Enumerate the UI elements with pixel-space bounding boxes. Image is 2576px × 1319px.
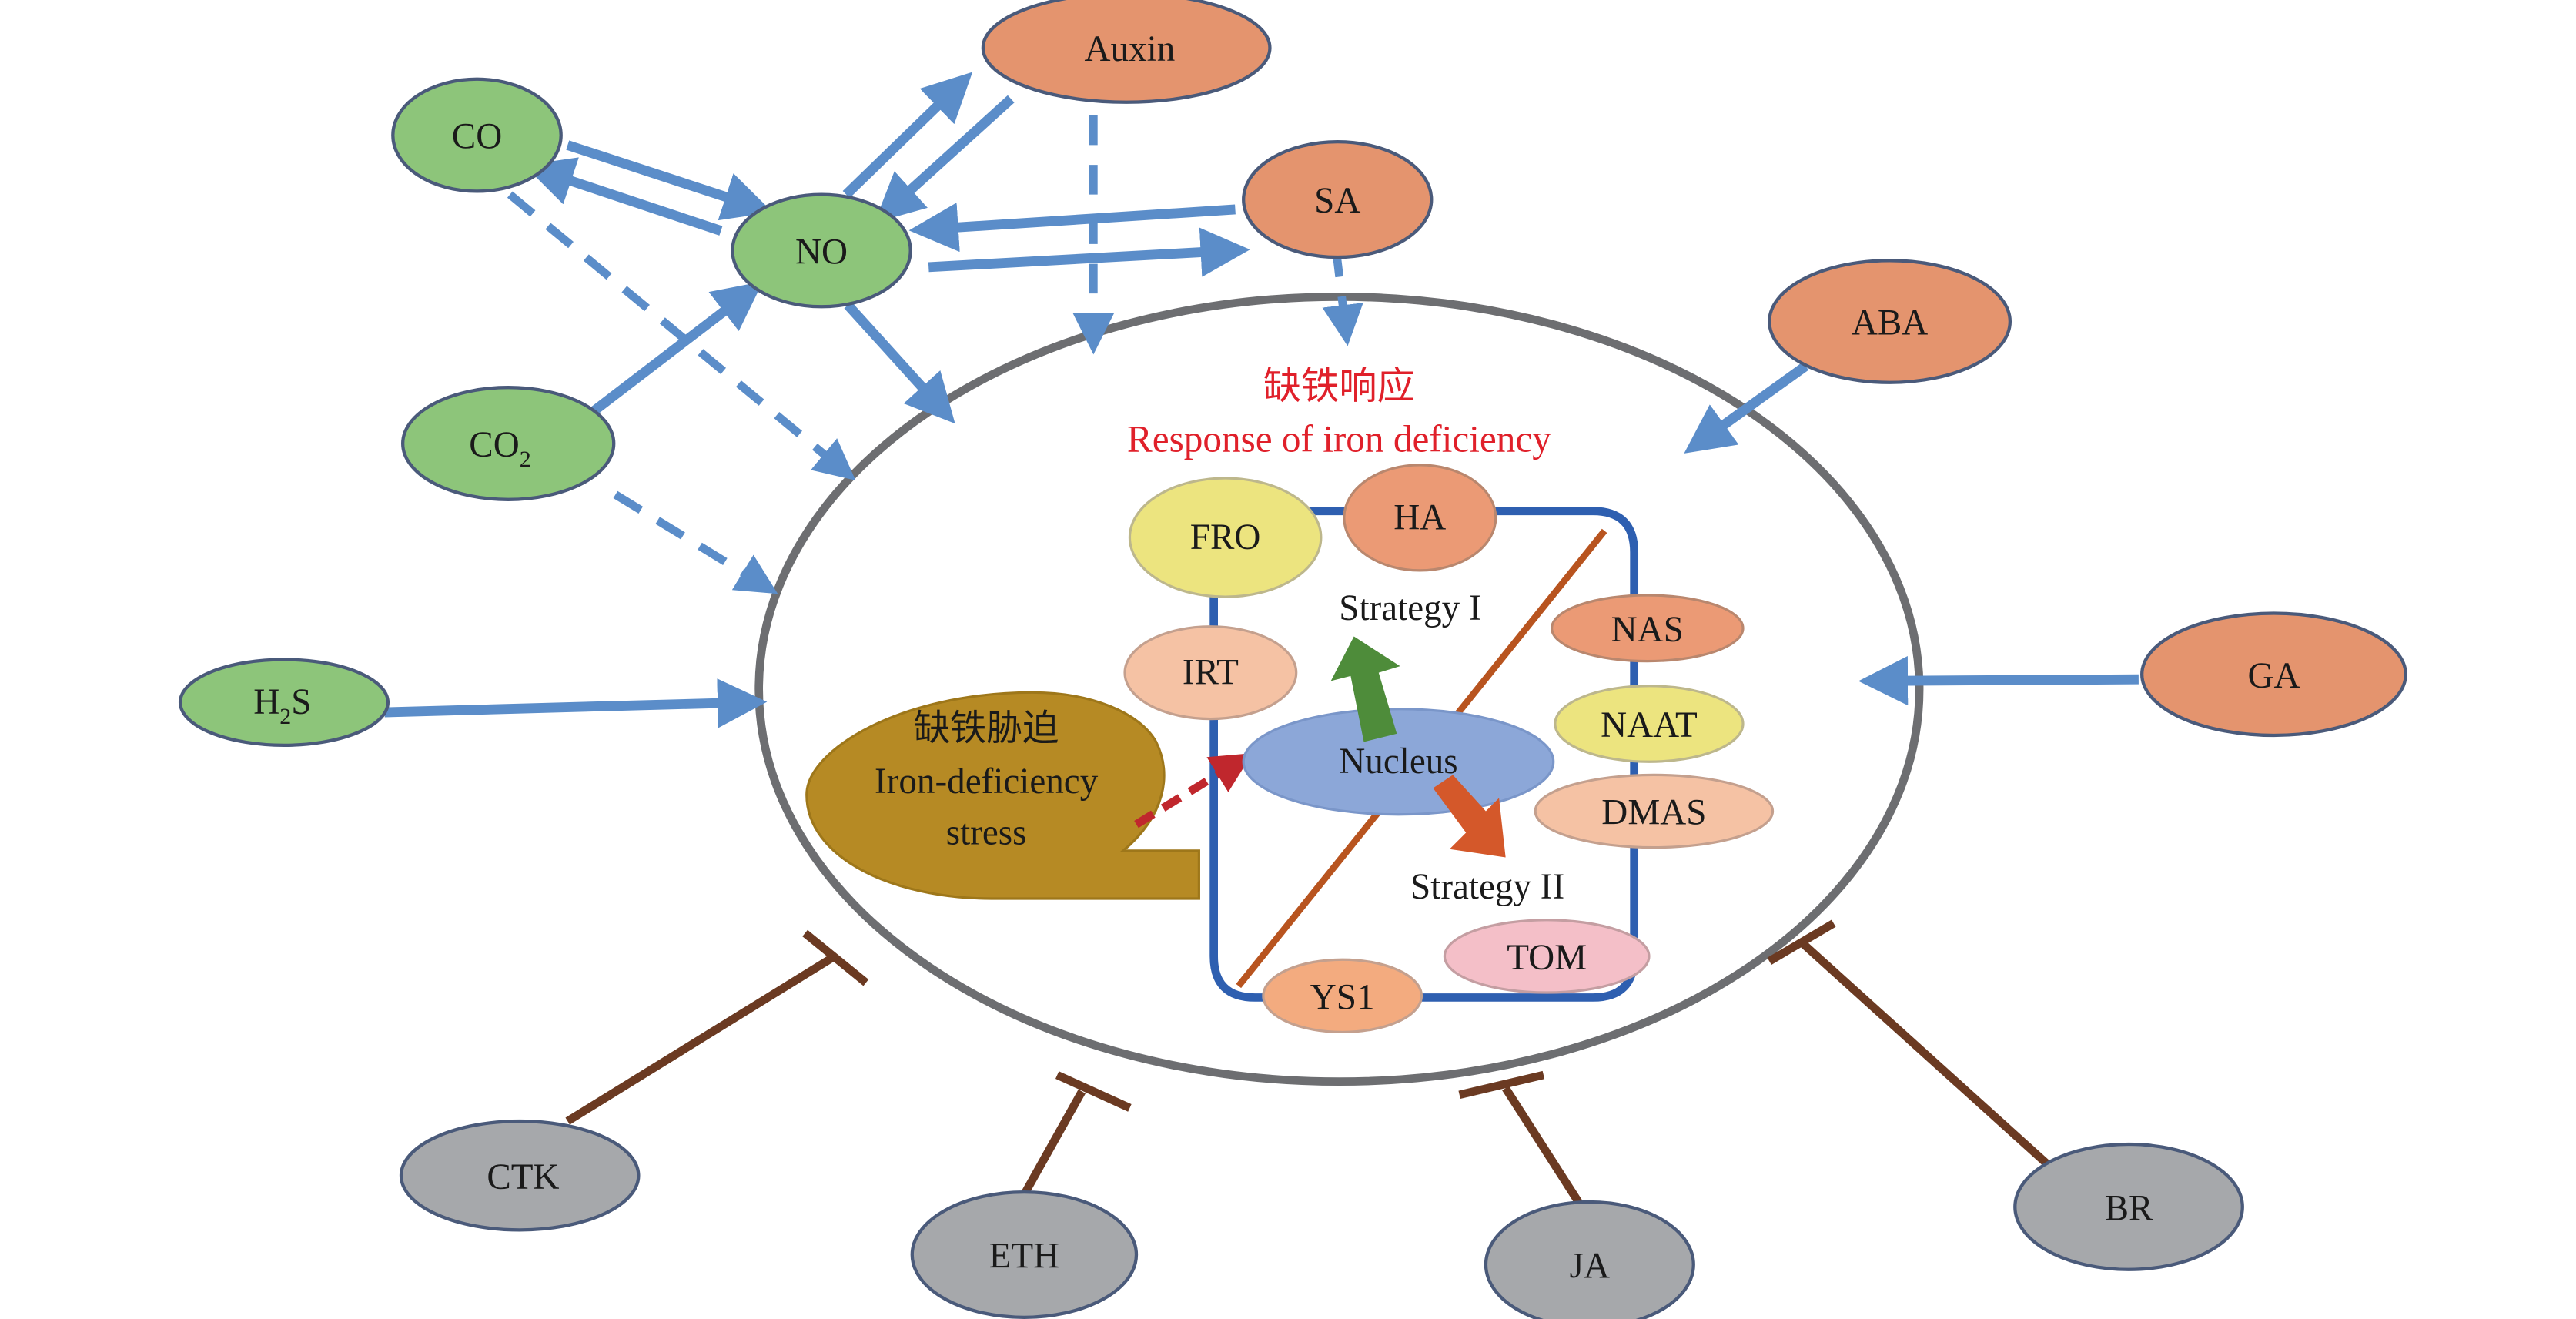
dashed-arrows — [507, 115, 1363, 594]
outer-nodes — [178, 0, 2407, 1319]
ctk-label: CTK — [487, 1157, 559, 1197]
title-en: Response of iron deficiency — [1127, 418, 1551, 460]
nucleus — [1242, 708, 1555, 816]
node-nas — [1550, 594, 1745, 663]
stress-en-1: Iron-deficiency — [875, 762, 1099, 802]
dashed-arrow-sa-cell — [1322, 246, 1363, 346]
node-naat — [1554, 685, 1745, 763]
title-cn: 缺铁响应 — [1263, 365, 1415, 407]
fro-label: FRO — [1190, 517, 1261, 557]
dashed-arrow-co-cell — [507, 191, 856, 480]
strategy1-label: Strategy I — [1339, 588, 1480, 628]
node-ys1 — [1262, 958, 1423, 1034]
node-eth — [910, 1190, 1139, 1319]
arrow-h2s-cell — [384, 678, 768, 728]
nucleus-label: Nucleus — [1339, 742, 1457, 782]
inhibit-ja-bar — [1458, 1070, 1545, 1100]
ys1-label: YS1 — [1310, 977, 1375, 1017]
promotion-arrows — [384, 72, 2139, 728]
inhibit-ja — [1502, 1086, 1588, 1214]
stress-en-2: stress — [946, 812, 1027, 852]
outer-labels: CO NO CO2 H2S Auxin SA ABA GA CTK ETH JA… — [253, 29, 2300, 1286]
node-ha — [1343, 464, 1497, 572]
arrow-no-cell — [844, 301, 955, 424]
node-ctk — [399, 1119, 641, 1232]
inhibit-ctk — [565, 952, 837, 1125]
eth-label: ETH — [989, 1237, 1060, 1277]
strategy2-arrow — [1433, 775, 1506, 858]
ga-label: GA — [2247, 656, 2300, 696]
node-tom — [1443, 919, 1651, 994]
node-dmas — [1534, 773, 1775, 849]
inhibit-eth-bar — [1055, 1071, 1132, 1112]
node-no — [731, 192, 912, 309]
arrow-auxin-no — [874, 95, 1015, 223]
node-fro — [1128, 477, 1323, 598]
dmas-label: DMAS — [1601, 793, 1706, 833]
tom-label: TOM — [1507, 938, 1587, 978]
co-label: CO — [452, 117, 502, 157]
node-irt — [1123, 625, 1298, 721]
inhibit-eth — [1017, 1089, 1086, 1203]
auxin-label: Auxin — [1085, 29, 1176, 69]
dashed-arrow-co2-cell — [613, 490, 778, 594]
aba-label: ABA — [1852, 303, 1928, 343]
node-br — [2013, 1142, 2244, 1271]
node-co2 — [401, 386, 616, 501]
stress-to-nucleus-arrow — [1134, 753, 1253, 829]
naat-label: NAAT — [1601, 705, 1698, 745]
node-sa — [1242, 140, 1434, 259]
ja-label: JA — [1570, 1246, 1610, 1286]
inhibit-br — [1799, 939, 2058, 1174]
co2-label: CO2 — [469, 425, 530, 472]
arrow-co2-no — [589, 281, 764, 417]
node-h2s — [178, 658, 390, 747]
inner-nodes: FRO HA IRT NAS NAAT DMAS TOM YS1 — [1123, 464, 1775, 1034]
arrow-co-no — [566, 140, 773, 221]
node-auxin — [981, 0, 1272, 104]
sa-label: SA — [1314, 181, 1360, 221]
arrow-sa-no — [908, 203, 1236, 253]
stress-cn: 缺铁胁迫 — [914, 708, 1059, 748]
no-label: NO — [795, 233, 848, 273]
node-aba — [1768, 259, 2012, 384]
arrow-no-co — [524, 157, 723, 236]
node-ga — [2140, 611, 2407, 738]
br-label: BR — [2105, 1189, 2153, 1229]
h2s-label: H2S — [253, 682, 311, 729]
arrow-aba-cell — [1684, 362, 1809, 454]
nas-label: NAS — [1611, 610, 1684, 650]
strategy2-label: Strategy II — [1410, 867, 1564, 907]
stress-bubble — [805, 691, 1200, 900]
arrow-no-sa — [928, 227, 1250, 277]
inhibit-ctk-bar — [802, 929, 869, 986]
inhibit-br-bar — [1767, 919, 1836, 965]
ha-label: HA — [1393, 497, 1446, 537]
irt-label: IRT — [1183, 653, 1239, 693]
node-co — [391, 77, 563, 193]
arrow-no-auxin — [842, 72, 973, 199]
strategy1-arrow — [1330, 636, 1400, 742]
arrow-ga-cell — [1858, 655, 2139, 706]
inhibition-lines — [565, 919, 2058, 1214]
node-ja — [1484, 1200, 1695, 1319]
